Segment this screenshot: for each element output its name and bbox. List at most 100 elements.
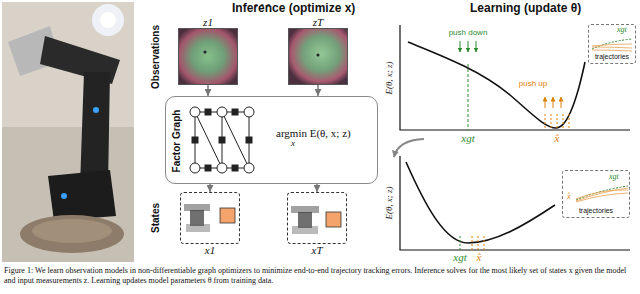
observation-image [178,28,238,85]
flow-arrow [316,184,318,192]
observation-image [317,54,320,57]
update-arrow [394,139,424,157]
factor-graph-sketch [190,107,200,117]
trajectory-sketch [592,47,632,48]
factor-graph-sketch [195,112,222,168]
energy-plot [545,97,546,108]
robot-photo [2,2,134,262]
annotation: push down [449,29,488,38]
factor-graph-sketch [222,112,249,168]
observation-image [204,51,207,54]
state-render [291,206,319,213]
node-text: xT [312,244,323,256]
section-title: Inference (optimize x) [232,2,355,15]
row-label: Observations [150,25,161,89]
update-arrow [394,139,424,157]
trajectory-sketch [592,44,632,46]
robot-photo [61,193,67,199]
factor-graph-sketch [205,165,211,171]
node-text: trajectories [595,53,629,61]
trajectory-sketch [576,188,628,201]
annotation: push up [519,80,547,89]
energy-plot [408,42,585,128]
state-render [326,212,341,227]
energy-plot [400,25,630,130]
factor-graph-sketch [232,109,238,115]
axis-tick-label: xgt [453,251,466,263]
energy-plot [551,114,552,130]
state-render [298,212,312,228]
energy-plot [563,114,564,130]
axis-tick-label: x̂ [555,132,560,144]
robot-photo [92,4,124,36]
trajectory-sketch [576,193,628,202]
trajectory-sketch [592,39,632,49]
observation-image: z1 [178,28,238,85]
state-render [186,224,210,232]
node-text: z1 [203,16,213,28]
ellipsis: · · · [255,0,271,11]
energy-plot [561,97,562,108]
node-text: x1 [205,244,215,256]
factor-graph-sketch [244,163,254,173]
math-subscript: x [291,139,295,149]
node-text: xgt [617,26,627,35]
energy-plot [545,114,546,130]
observation-image [178,28,348,85]
robot-photo [93,107,99,113]
factor-graph-sketch [190,107,254,173]
robot-photo [80,72,110,186]
trajectory-inset: trajectories xgt x̂ [562,170,630,218]
energy-plot [553,97,554,108]
robot-photo [20,215,124,253]
axis-tick-label: xgt [461,132,474,144]
energy-plot [478,236,479,250]
energy-plot [472,236,473,250]
energy-plot [569,114,570,130]
factor-graph-sketch [217,163,227,173]
state-box: xT [287,192,347,244]
trajectory-sketch [576,190,628,199]
energy-plot [406,162,555,243]
flow-arrow [209,184,211,192]
factor-graph-box: Factor Graphargmin E(θ, x; z) [165,96,378,184]
energy-plot [400,25,630,250]
robot-photo [2,2,134,262]
observation-image: zT [288,28,348,85]
flow-arrow [207,85,209,96]
state-render [292,226,318,234]
state-render [184,204,210,211]
trajectory-sketch [592,50,632,51]
axis-label: E(θ, x; z) [385,186,395,219]
row-label: States [150,203,161,233]
figure-caption: Figure 1: We learn observation models in… [4,266,636,285]
factor-graph-sketch [190,163,200,173]
node-text: trajectories [579,207,613,215]
axis-label: E(θ, x; z) [385,61,395,94]
energy-plot [476,41,477,52]
state-render [220,208,235,223]
energy-plot [400,156,630,250]
state-render [190,210,204,226]
energy-plot [557,114,558,130]
factor-graph-sketch [205,109,211,115]
trajectory-inset: trajectories xgt [588,24,636,64]
energy-plot [460,236,461,250]
section-title: Learning (update θ) [470,2,581,15]
robot-photo [100,12,116,28]
robot-photo [32,219,112,243]
trajectory-sketch [576,186,628,200]
factor-graph-sketch [192,137,198,143]
node-text: x̂ [567,193,571,202]
node-text: xgt [609,173,619,182]
factor-graph-sketch [244,107,254,117]
factor-graph-sketch [232,165,238,171]
robot-photo [48,170,116,221]
factor-graph-sketch [246,137,252,143]
state-render [184,204,341,234]
flow-arrow [317,85,319,96]
energy-plot [484,236,485,250]
state-box: x1 [180,192,240,244]
energy-plot [468,64,469,130]
